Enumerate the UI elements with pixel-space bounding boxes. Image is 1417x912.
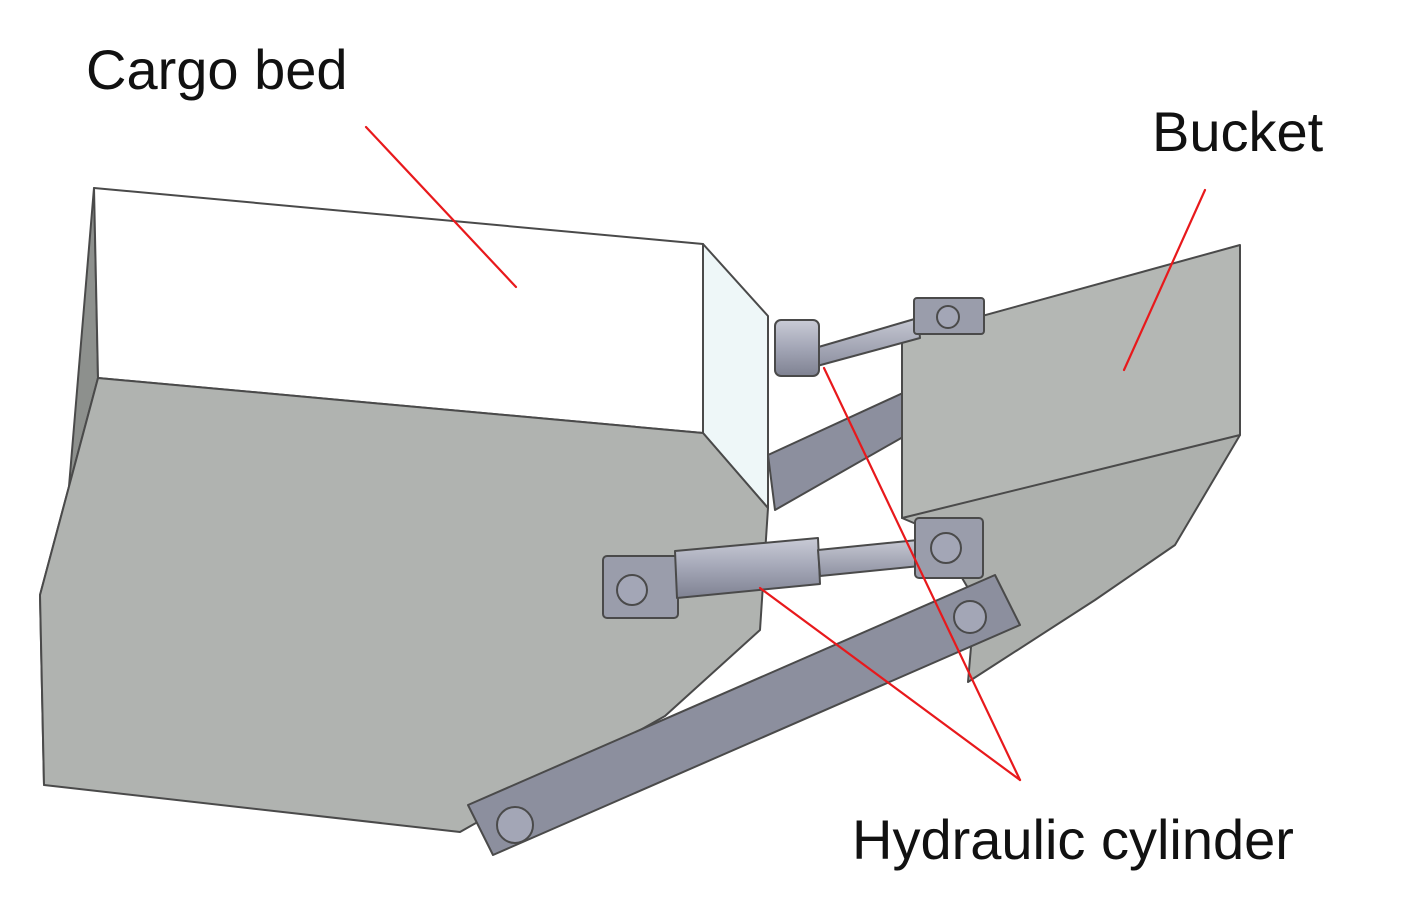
lower-cylinder-rear-pin	[616, 574, 648, 606]
upper-arm	[767, 391, 911, 511]
upper-hydraulic-cylinder	[774, 297, 985, 377]
cargo-bed-leader	[364, 125, 518, 289]
bucket-label: Bucket	[1152, 100, 1324, 163]
bucket-back-plate	[901, 244, 1241, 519]
cargo-bed-label: Cargo bed	[86, 38, 348, 101]
lower-cylinder-barrel	[674, 537, 821, 599]
lower-hydraulic-cylinder	[602, 517, 984, 619]
lower-arm-rear-pin	[496, 806, 534, 844]
lower-arm-bar	[467, 574, 1021, 856]
upper-cylinder-pin	[936, 305, 960, 329]
lower-arm	[467, 574, 1021, 856]
hydraulic-leader-lower	[758, 586, 1022, 782]
lower-cylinder-front-pin	[930, 532, 962, 564]
cargo-bed-front-face	[39, 377, 769, 833]
upper-cylinder-barrel	[774, 319, 820, 377]
hydraulic-cylinder-label: Hydraulic cylinder	[852, 808, 1294, 871]
lower-cylinder-rod	[817, 539, 921, 577]
bucket-leader	[1122, 188, 1207, 372]
lower-arm-front-pin	[953, 600, 987, 634]
hydraulic-leader-upper	[822, 366, 1022, 782]
